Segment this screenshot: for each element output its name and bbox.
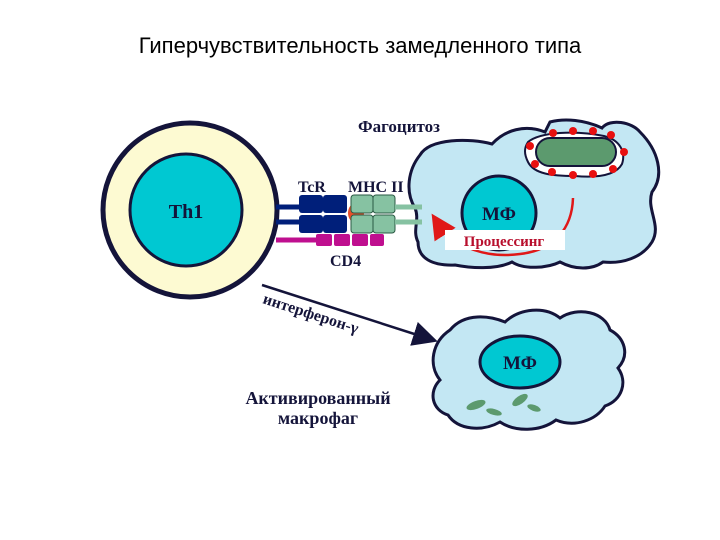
activated-macrophage-label: МФ [503, 353, 537, 374]
mhc-label: MHC II [348, 179, 404, 196]
th1-label: Th1 [169, 201, 203, 223]
tcr-label: TcR [298, 179, 326, 196]
activated-caption-line2: макрофаг [278, 408, 358, 428]
receptor-complex: TcR MHC II CD4 [276, 179, 422, 270]
bacterium [535, 137, 617, 167]
macrophage-cell: МФ Процессинг [407, 118, 661, 270]
digested-fragments [466, 393, 541, 416]
processing-label-bg [445, 230, 565, 250]
interferon-label: интерферон-γ [261, 291, 361, 338]
activated-macrophage-nucleus [478, 334, 562, 390]
antigen-dots [526, 127, 628, 179]
interferon-signal: интерферон-γ [261, 283, 438, 346]
cd4-label: CD4 [330, 253, 361, 270]
cd4-molecule [276, 234, 384, 246]
phagocytosis-label: Фагоцитоз [358, 117, 440, 136]
slide-title: Гиперчувствительность замедленного типа [138, 33, 582, 58]
mhc-ii-molecule [350, 194, 396, 234]
activated-caption-line1: Активированный [245, 388, 390, 408]
th1-nucleus [128, 152, 244, 268]
th1-cell: Th1 [100, 120, 280, 300]
macrophage-label: МФ [482, 204, 516, 225]
tcr-receptor [299, 195, 347, 233]
activated-macrophage-cell: МФ [431, 308, 627, 431]
interferon-arrow [261, 283, 438, 346]
processing-label: Процессинг [464, 234, 545, 250]
